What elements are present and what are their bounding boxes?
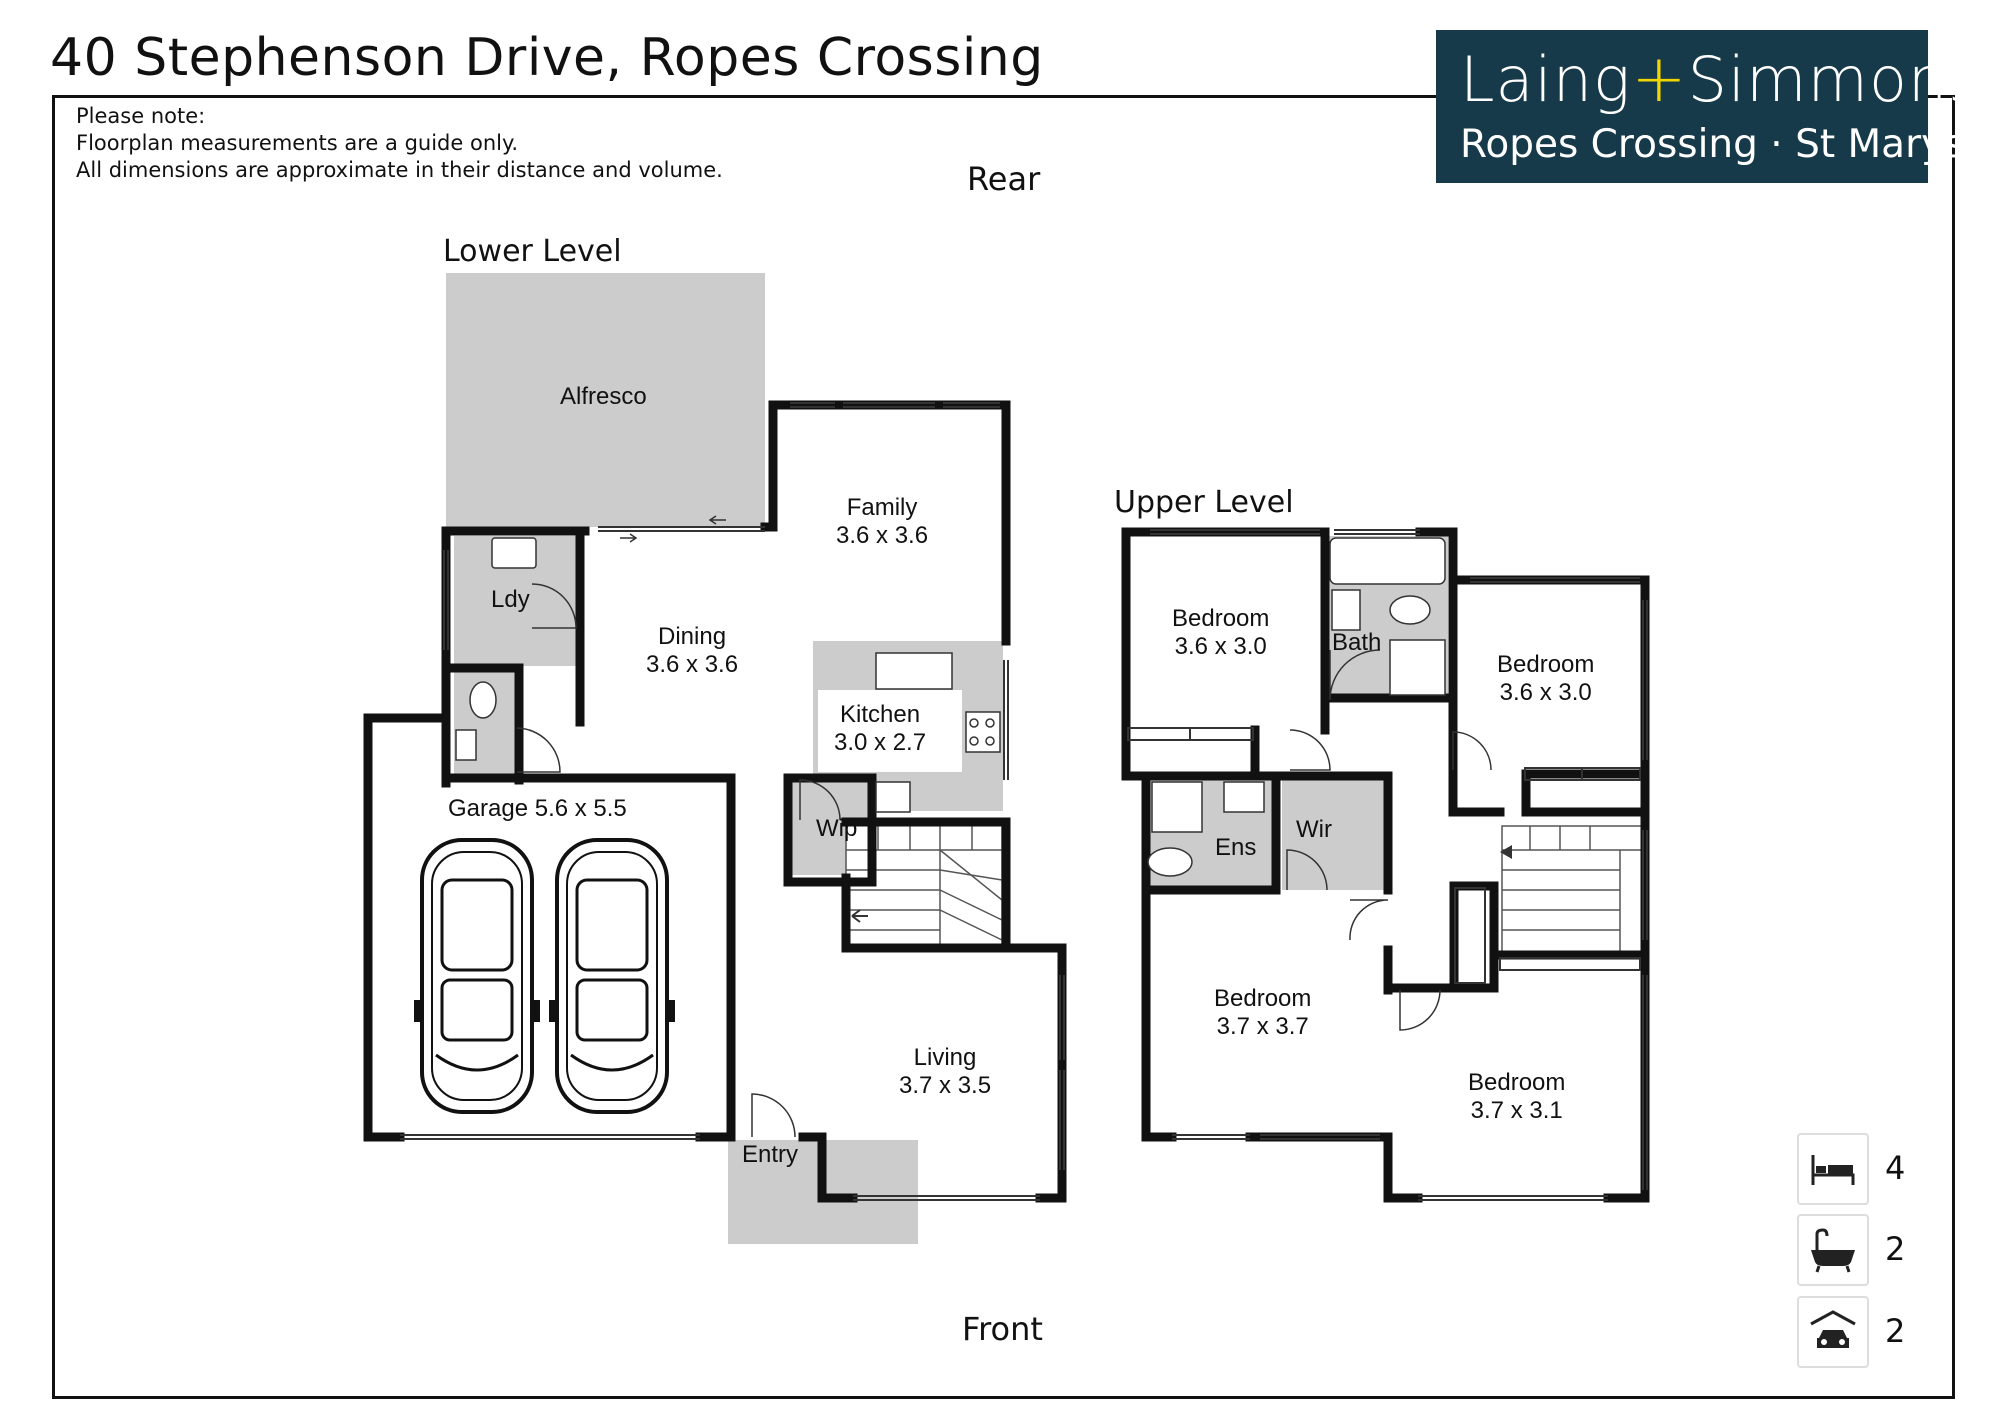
- alfresco-area: [446, 273, 765, 527]
- room-label-bedroom-a: Bedroom 3.6 x 3.0: [1172, 605, 1269, 661]
- room-label-family: Family 3.6 x 3.6: [836, 494, 928, 550]
- feature-garage-box: [1797, 1296, 1869, 1368]
- entry-name: Entry: [742, 1141, 799, 1168]
- bedroom-d-dims: 3.7 x 3.1: [1470, 1097, 1563, 1124]
- cooktop: [965, 711, 1001, 753]
- fridge-space: [875, 781, 911, 813]
- bath-vanity: [1331, 589, 1361, 631]
- powder-toilet: [469, 681, 497, 719]
- ldy-name: Ldy: [491, 586, 530, 613]
- note-line-guide: Floorplan measurements are a guide only.: [76, 131, 519, 155]
- property-address-title: 40 Stephenson Drive, Ropes Crossing: [50, 28, 1044, 88]
- bedroom-a-name: Bedroom: [1172, 605, 1270, 632]
- laundry-tub: [491, 537, 537, 569]
- wir-area: [1282, 780, 1388, 890]
- feature-bath-box: [1797, 1214, 1869, 1286]
- floorplan-frame: [52, 95, 1955, 1399]
- family-dims: 3.6 x 3.6: [836, 522, 929, 549]
- living-dims: 3.7 x 3.5: [899, 1072, 992, 1099]
- living-name: Living: [913, 1044, 977, 1071]
- bath-count: 2: [1885, 1230, 1906, 1268]
- ensuite-shower: [1151, 781, 1203, 833]
- garage-count: 2: [1885, 1312, 1906, 1350]
- car-left: [414, 838, 540, 1114]
- car-right: [549, 838, 675, 1114]
- room-label-garage: Garage 5.6 x 5.5: [448, 795, 627, 823]
- windows: [400, 402, 1648, 1201]
- wardrobes: [1127, 727, 1641, 984]
- garage-cars: [414, 838, 675, 1114]
- alfresco-name: Alfresco: [560, 383, 647, 410]
- bath-toilet: [1389, 595, 1431, 625]
- logo-brand: Laing+Simmons: [1460, 40, 1981, 117]
- dining-dims: 3.6 x 3.6: [646, 651, 739, 678]
- bedroom-b-name: Bedroom: [1497, 651, 1595, 678]
- ensuite-toilet: [1147, 847, 1193, 877]
- lower-level-heading: Lower Level: [443, 234, 622, 269]
- powder-basin: [455, 729, 477, 761]
- room-label-kitchen: Kitchen 3.0 x 2.7: [834, 701, 926, 757]
- room-label-bedroom-b: Bedroom 3.6 x 3.0: [1497, 651, 1594, 707]
- upper-staircase: [1500, 825, 1645, 953]
- kitchen-label-plate: [818, 690, 962, 772]
- car-garage-icon: [1810, 1310, 1856, 1348]
- bed-count: 4: [1885, 1149, 1906, 1187]
- logo-plus-mark: +: [1631, 40, 1688, 117]
- room-label-entry: Entry: [742, 1141, 798, 1169]
- upper-level-heading: Upper Level: [1114, 485, 1294, 520]
- bed-icon: [1811, 1155, 1855, 1185]
- agency-logo: Laing+Simmons Ropes Crossing · St Marys: [1436, 30, 1980, 183]
- fixtures: [455, 537, 1446, 877]
- room-label-ens: Ens: [1215, 834, 1256, 862]
- slider-arrows: [620, 515, 726, 543]
- ens-name: Ens: [1215, 834, 1257, 861]
- feature-bed-box: [1797, 1133, 1869, 1205]
- bath-name: Bath: [1332, 629, 1382, 656]
- kitchen-name: Kitchen: [840, 701, 921, 728]
- bath-icon: [1811, 1228, 1855, 1273]
- room-label-bath: Bath: [1332, 629, 1381, 657]
- walls: [363, 400, 1650, 1203]
- kitchen-sink: [875, 652, 953, 690]
- bath-shower: [1389, 639, 1446, 696]
- room-label-wip: Wip: [816, 815, 857, 843]
- room-label-ldy: Ldy: [491, 586, 530, 614]
- bedroom-c-dims: 3.7 x 3.7: [1216, 1013, 1309, 1040]
- bedroom-b-dims: 3.6 x 3.0: [1499, 679, 1592, 706]
- bedroom-a-dims: 3.6 x 3.0: [1174, 633, 1267, 660]
- logo-brand-simmons: Simmons: [1687, 43, 1982, 116]
- bedroom-d-name: Bedroom: [1468, 1069, 1566, 1096]
- room-label-bedroom-c: Bedroom 3.7 x 3.7: [1214, 985, 1311, 1041]
- logo-office-locations: Ropes Crossing · St Marys: [1460, 122, 1965, 167]
- room-label-alfresco: Alfresco: [560, 383, 647, 411]
- doors: [516, 583, 1492, 1138]
- room-label-living: Living 3.7 x 3.5: [899, 1044, 991, 1100]
- logo-brand-laing: Laing: [1460, 43, 1632, 116]
- wir-name: Wir: [1296, 816, 1332, 843]
- ensuite-vanity: [1223, 781, 1265, 813]
- kitchen-dims: 3.0 x 2.7: [834, 729, 927, 756]
- family-name: Family: [846, 494, 918, 521]
- note-heading: Please note:: [76, 104, 206, 128]
- room-label-wir: Wir: [1296, 816, 1332, 844]
- orientation-front: Front: [962, 1310, 1043, 1348]
- garage-name: Garage 5.6 x 5.5: [448, 795, 627, 822]
- room-label-dining: Dining 3.6 x 3.6: [646, 623, 738, 679]
- room-label-bedroom-d: Bedroom 3.7 x 3.1: [1468, 1069, 1565, 1125]
- bathtub: [1329, 537, 1446, 585]
- wip-name: Wip: [816, 815, 858, 842]
- orientation-rear: Rear: [967, 160, 1041, 198]
- wall-family-outline: [768, 400, 1011, 646]
- note-line-approximate: All dimensions are approximate in their …: [76, 158, 723, 182]
- bedroom-c-name: Bedroom: [1214, 985, 1312, 1012]
- dining-name: Dining: [658, 623, 727, 650]
